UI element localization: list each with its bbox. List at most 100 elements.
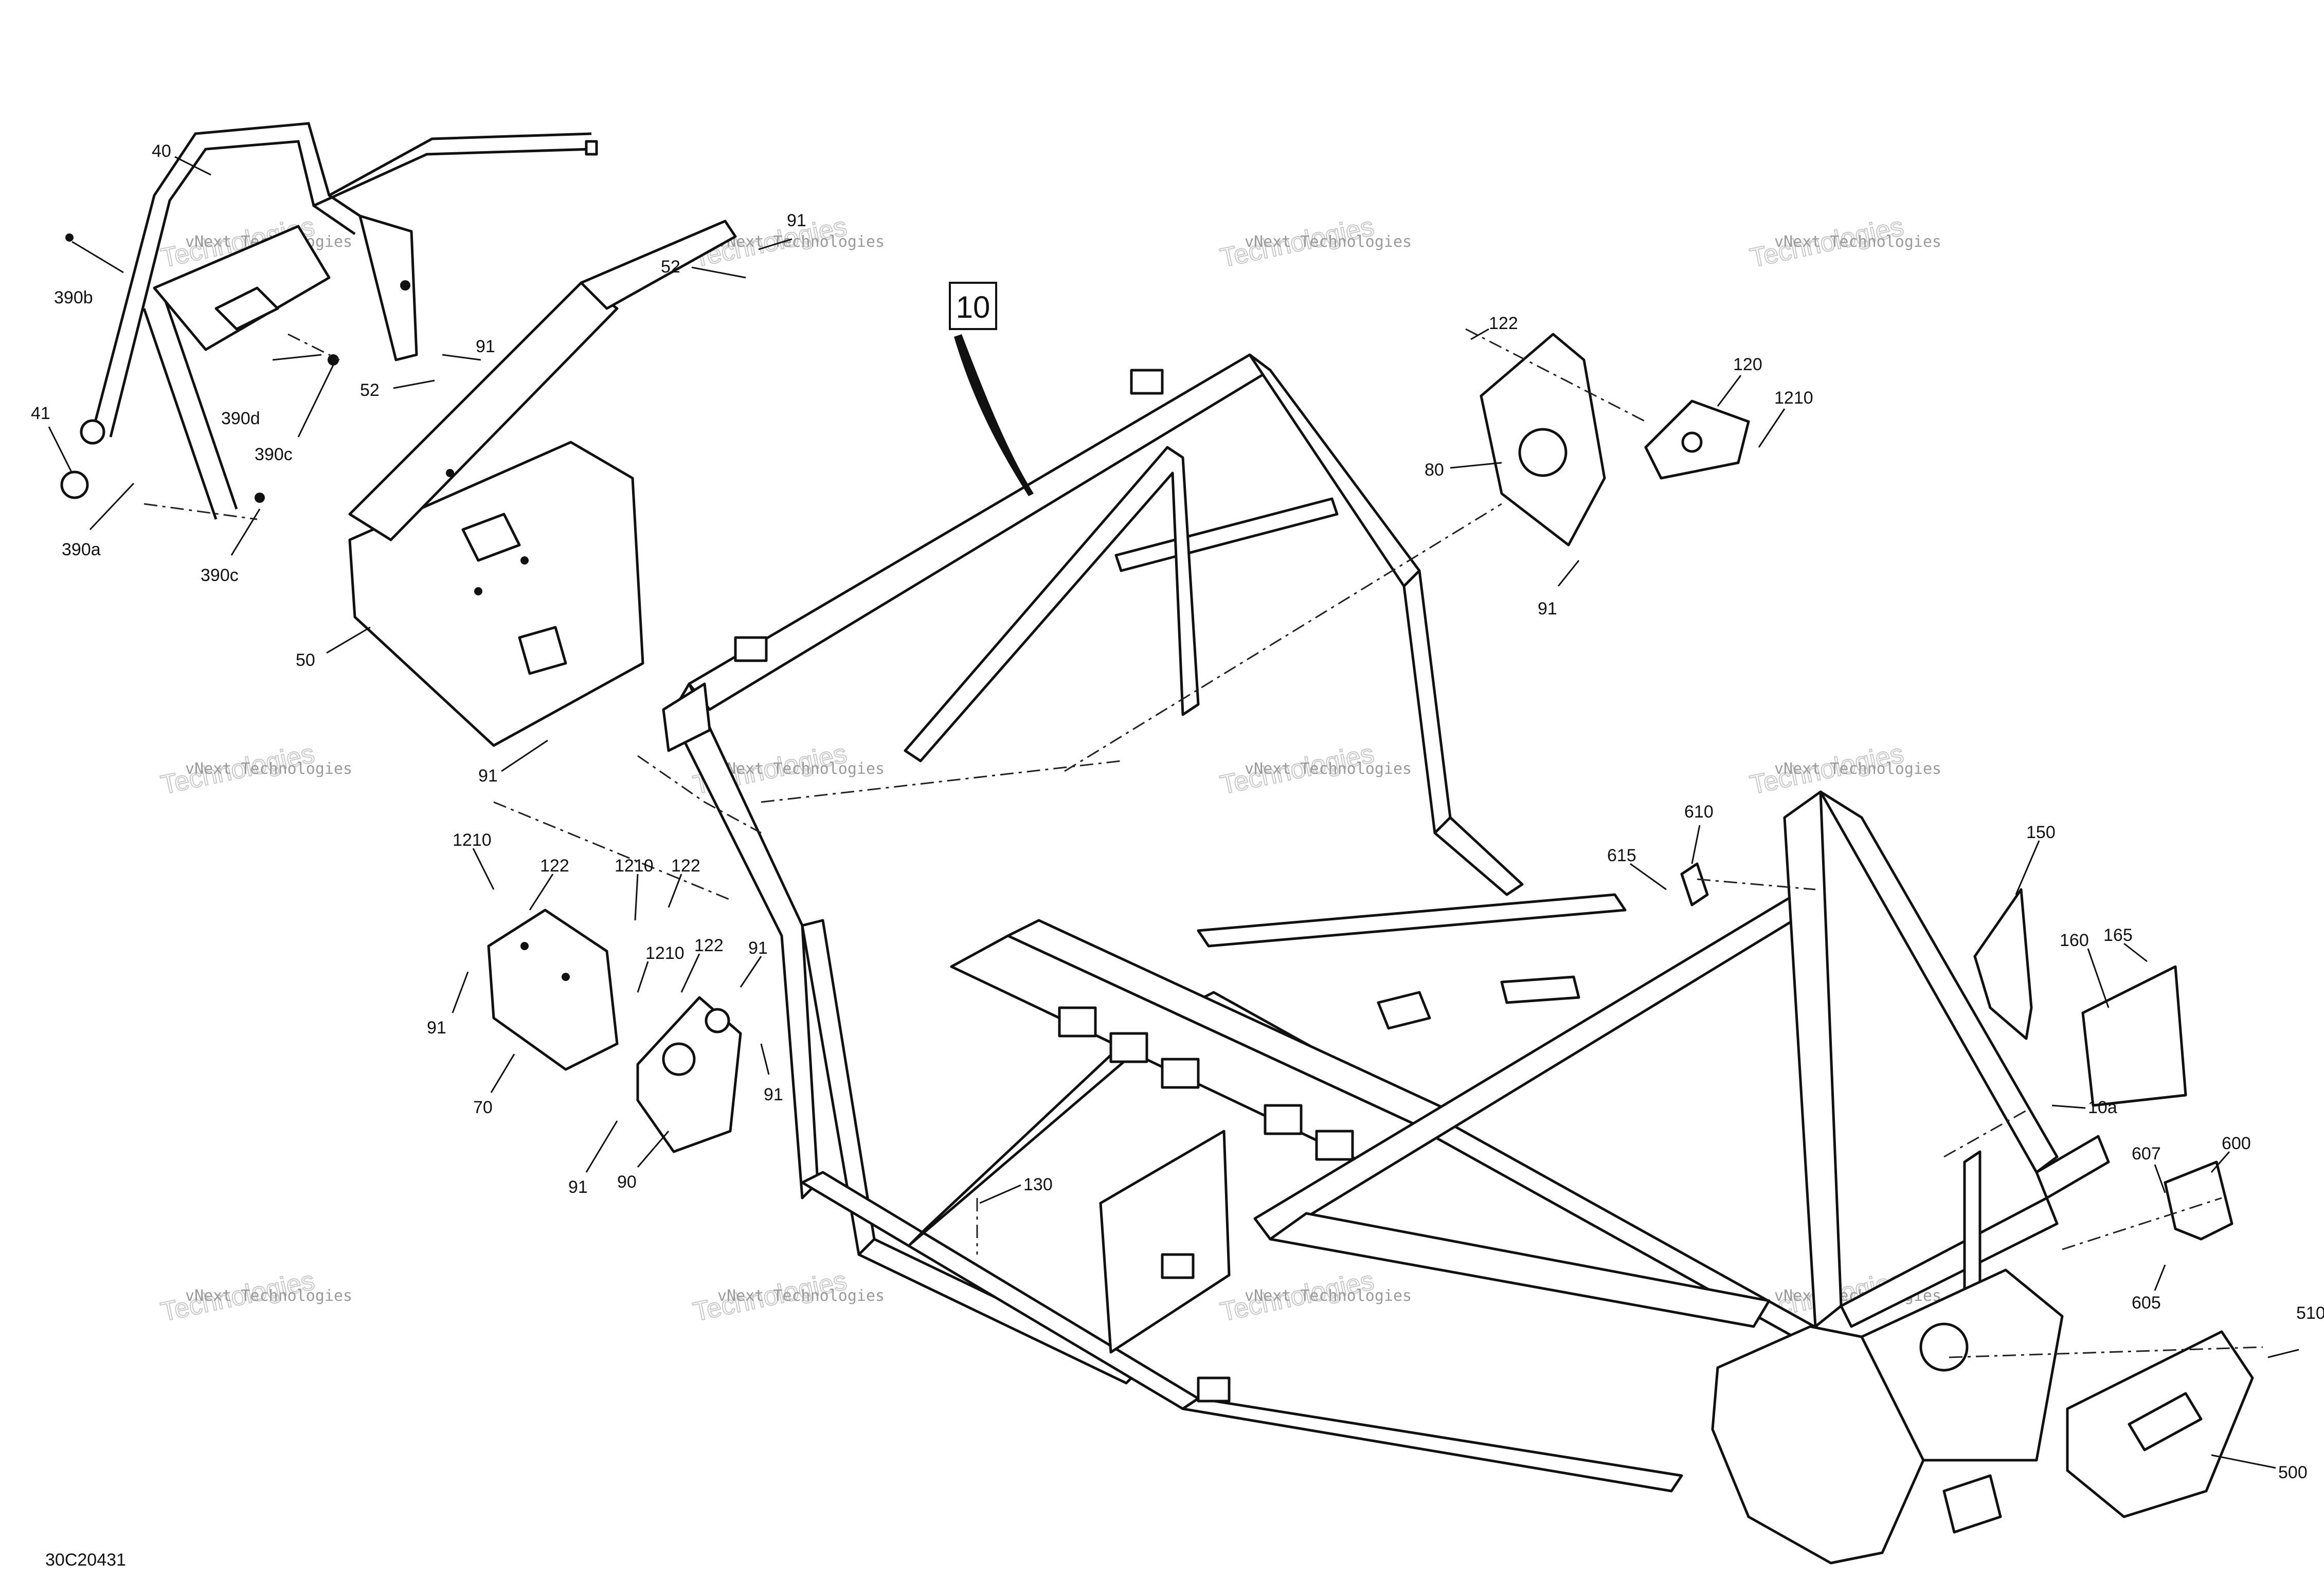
callout-91-e: 91 [427,971,469,1038]
reference-box [949,282,997,330]
callout-label: 40 [152,141,171,161]
callout-label: 41 [31,404,50,423]
watermarks: Technologies vNext Technologies Technolo… [158,211,1941,1328]
callout-150: 150 [2015,823,2056,895]
bracket-600 [2164,1160,2233,1241]
watermark-text: vNext Technologies [1245,1287,1412,1305]
callout-160: 160 [2060,931,2110,1008]
watermark: Technologies vNext Technologies [1217,1265,1412,1328]
callout-label: 122 [694,936,724,955]
callout-label: 390c [255,445,293,464]
callout-390c-a: 390c [201,508,261,585]
callout-605: 605 [2132,1264,2166,1313]
bracket-80 [1480,333,1606,547]
watermark: Technologies vNext Technologies [1217,211,1412,274]
callout-607: 607 [2132,1144,2166,1193]
callout-91-h: 91 [1538,560,1580,619]
callout-label: 91 [568,1177,588,1197]
callout-1210-d: 1210 [1758,388,1813,448]
panel-150 [1973,888,2033,1040]
callout-10a: 10a [2051,1098,2117,1117]
bracket-120 [1644,399,1750,480]
callout-91-c: 91 [478,739,548,786]
callout-510: 510 [2267,1303,2324,1358]
watermark-text: vNext Technologies [185,760,352,778]
callout-390a: 390a [62,482,135,559]
callout-500: 500 [2211,1454,2308,1482]
callout-41: 41 [31,404,73,474]
watermark: Technologies vNext Technologies [1747,738,1941,801]
callout-label: 390b [54,288,93,307]
callout-label: 122 [671,856,700,876]
reference-arrow [954,334,1034,496]
callout-610: 610 [1684,802,1714,864]
callout-122-a: 122 [529,856,569,911]
callout-label: 52 [661,257,680,277]
callout-70: 70 [473,1054,515,1117]
callout-label: 120 [1733,355,1762,374]
watermark: Technologies vNext Technologies [158,738,352,801]
callout-390c-b: 390c [255,365,334,464]
callout-label: 610 [1684,802,1714,822]
watermark: Technologies vNext Technologies [1217,738,1412,801]
callout-label: 1210 [615,856,654,876]
callout-label: 130 [1023,1175,1053,1194]
callout-91-a: 91 [758,211,806,250]
panel-160 [2081,965,2187,1107]
callout-label: 70 [473,1098,493,1117]
callout-label: 91 [748,938,768,958]
bracket-50 [348,220,737,747]
watermark-text: vNext Technologies [185,1287,352,1305]
callout-label: 122 [540,856,569,876]
callout-50: 50 [296,626,371,670]
callout-122-c: 122 [680,936,724,993]
watermark-text: vNext Technologies [717,1287,885,1305]
skid-plate-500 [2066,1330,2254,1518]
reference-callout-10: 10 [949,282,1034,496]
cap-41 [60,470,89,499]
callout-label: 91 [427,1018,446,1038]
callout-91-d: 91 [740,938,768,988]
callout-165: 165 [2103,925,2148,962]
bumper-tube-assembly [60,122,598,520]
callout-label: 10a [2088,1098,2117,1117]
callout-130: 130 [979,1175,1053,1204]
callout-1210-c: 1210 [637,943,684,993]
watermark: Technologies vNext Technologies [690,1265,885,1328]
callout-label: 91 [476,337,495,356]
callout-122-d: 122 [1470,314,1518,340]
callout-label: 90 [617,1172,637,1192]
callout-80: 80 [1425,460,1502,480]
plate-70 [487,909,619,1071]
callout-label: 165 [2103,925,2133,945]
watermark: Technologies vNext Technologies [158,1265,352,1328]
callout-122-b: 122 [668,856,700,908]
watermark-text: vNext Technologies [717,233,885,251]
callout-label: 1210 [645,943,684,963]
callout-label: 1210 [453,830,492,850]
callouts: 40 390b 41 390a 390c 390d 390c 91 52 52 … [31,141,2324,1482]
callout-label: 150 [2026,823,2056,842]
reference-label: 10 [956,290,990,324]
callout-label: 50 [296,650,315,670]
callout-90: 90 [617,1131,670,1192]
callout-1210-b: 1210 [615,856,654,921]
callout-label: 80 [1425,460,1444,480]
callout-40: 40 [152,141,211,176]
callout-390b: 390b [54,241,124,307]
figure-number: 30C20431 [45,1550,126,1570]
callout-91-g: 91 [568,1120,618,1197]
watermark-text: vNext Technologies [1774,760,1941,778]
callout-120: 120 [1717,355,1762,407]
callout-label: 91 [787,211,806,230]
callout-label: 1210 [1774,388,1813,408]
callout-label: 91 [478,766,498,786]
watermark-text: vNext Technologies [1245,760,1412,778]
callout-label: 390d [221,409,260,428]
callout-91-f: 91 [760,1043,783,1104]
callout-615: 615 [1607,846,1667,891]
callout-label: 91 [1538,599,1557,619]
callout-label: 390c [201,566,239,585]
callout-label: 122 [1489,314,1518,333]
